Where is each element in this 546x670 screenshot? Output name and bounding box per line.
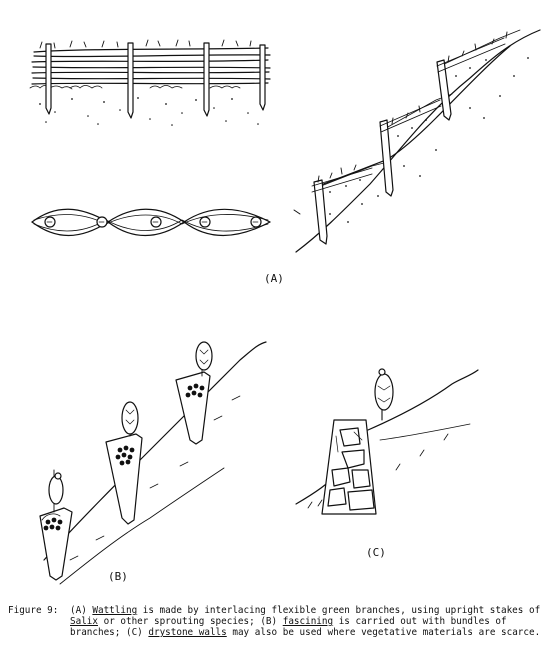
caption-term-fascining: fascining	[282, 616, 334, 627]
slope-mark	[293, 209, 301, 215]
figure-caption: Figure 9: (A) Wattling is made by interl…	[8, 605, 543, 638]
panel-label-b: (B)	[108, 570, 128, 583]
panel-label-a: (A)	[264, 272, 284, 285]
caption-part: is made by interlacing flexible green br…	[137, 605, 541, 616]
caption-part: may also be used where vegetative materi…	[226, 627, 541, 638]
drystone-wall-illustration	[295, 368, 479, 515]
caption-term-drystone-walls: drystone walls	[148, 627, 227, 638]
caption-part: (A)	[70, 605, 93, 616]
caption-body: (A) Wattling is made by interlacing flex…	[70, 605, 543, 638]
wattle-plan-view	[31, 208, 271, 237]
caption-figure-number: Figure 9:	[8, 605, 59, 616]
caption-term-salix: Salix	[70, 616, 98, 627]
wattling-on-slope	[295, 29, 541, 253]
panel-label-c: (C)	[366, 546, 386, 559]
caption-term-wattling: Wattling	[92, 605, 138, 616]
caption-part: or other sprouting species; (B)	[98, 616, 283, 627]
wattle-fence-front-view	[29, 39, 271, 126]
caption-part: is carried out with bundles of branches;…	[70, 616, 507, 638]
fascining-illustration	[39, 341, 267, 585]
